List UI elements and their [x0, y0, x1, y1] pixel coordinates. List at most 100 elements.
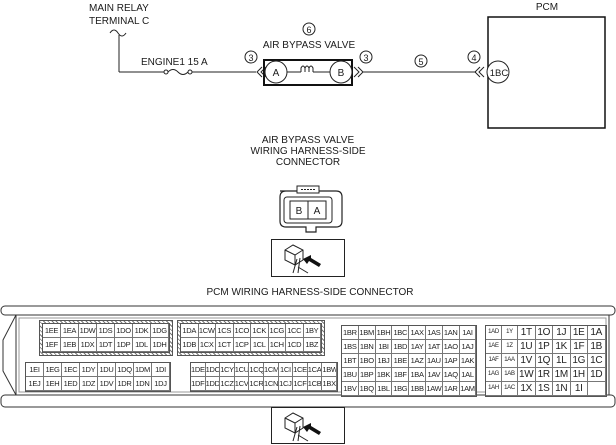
connector-pin: 1G: [570, 354, 588, 368]
connector-pin: 1CW: [198, 324, 216, 338]
connector-pin: 1CQ: [249, 363, 264, 377]
connector-pin: 1C: [588, 354, 606, 368]
valve-pin-a: A: [314, 206, 321, 217]
valve-connector-title-line3: CONNECTOR: [275, 157, 341, 168]
connector-pin: 1L: [553, 354, 571, 368]
connector-pin: 1T: [518, 326, 536, 340]
connector-pin: 1CF: [293, 377, 308, 391]
connector-pin: 1AJ: [459, 340, 477, 354]
connector-pin: 1J: [553, 326, 571, 340]
connector-pin: 1AZ: [409, 354, 426, 368]
connector-pin: 1DT: [97, 338, 115, 352]
fuse-symbol: [163, 69, 193, 75]
connector-pin: 1BG: [392, 382, 410, 396]
connector-pin: 1P: [535, 340, 553, 354]
connector-pin: 1EA: [61, 324, 79, 338]
connector-pin: 1DF: [191, 377, 206, 391]
harness-side-view-icon: [271, 239, 345, 277]
connector-pin: 1AS: [425, 326, 443, 340]
connector-pin: 1EB: [61, 338, 79, 352]
connector-chevron-pcm: [474, 66, 485, 78]
connector-pin: 1BE: [392, 354, 410, 368]
connector-pin: 1BA: [409, 368, 426, 382]
connector-pin: 1CB: [307, 377, 323, 391]
connector-pin: 1BC: [392, 326, 410, 340]
connector-pin: 1CP: [233, 338, 251, 352]
connector-pin: 1DD: [205, 377, 221, 391]
connector-pin: 1EJ: [26, 377, 44, 391]
connector-pin: 1AL: [459, 368, 477, 382]
connector-pin: 1AT: [425, 340, 443, 354]
connector-pin: 1AA: [502, 354, 518, 368]
connector-pin: 1R: [535, 368, 553, 382]
connector-pin: 1CA: [307, 363, 323, 377]
connector-pin: 1DL: [133, 338, 151, 352]
connector-pin: 1Q: [535, 354, 553, 368]
connector-pin: 1AO: [442, 340, 460, 354]
connector-pin: 1Z: [502, 340, 518, 354]
connector-pin: 1AE: [486, 340, 502, 354]
connector-pin: 1DX: [79, 338, 97, 352]
connector-pin: 1BS: [342, 340, 359, 354]
connector-pin: 1AX: [409, 326, 426, 340]
connector-pin: 1X: [518, 382, 536, 396]
connector-pin: 1AR: [442, 382, 460, 396]
connector-pin: 1CJ: [278, 377, 294, 391]
connector-pin: 1DO: [115, 324, 133, 338]
connector-pin: 1DA: [181, 324, 199, 338]
main-relay-label-line1: MAIN RELAY: [89, 3, 149, 14]
connector-pin: 1CV: [234, 377, 250, 391]
connector-pin: 1CC: [286, 324, 304, 338]
callout-right-connector: 3: [363, 53, 368, 63]
connector-pin: 1BX: [322, 377, 337, 391]
connector-pin: 1CL: [251, 338, 269, 352]
pcm-connector-outline: [0, 305, 616, 408]
connector-pin: 1AY: [409, 340, 426, 354]
connector-pin: 1EC: [62, 363, 80, 377]
connector-pin: 1BP: [358, 368, 376, 382]
connector-pin: 1AP: [442, 354, 460, 368]
connector-pin: 1AB: [502, 368, 518, 382]
connector-pin: 1CR: [249, 377, 264, 391]
connector-pin: 1DE: [191, 363, 206, 377]
terminal-b-circle: [329, 60, 353, 84]
connector-pin: 1BK: [375, 368, 393, 382]
connector-pin: 1DR: [116, 377, 134, 391]
connector-pin: 1BM: [358, 326, 376, 340]
connector-pin: 1CU: [234, 363, 250, 377]
connector-pin: 1DS: [97, 324, 115, 338]
connector-pin: 1CK: [251, 324, 269, 338]
pcm-terminal-label: 1BC: [490, 68, 509, 79]
connector-pin: 1AU: [425, 354, 443, 368]
callout-component: 6: [306, 25, 311, 35]
connector-pin: 1CN: [263, 377, 279, 391]
connector-pin: 1AW: [425, 382, 443, 396]
harness-side-view-icon-bottom: [271, 407, 345, 444]
valve-pin-b: B: [296, 206, 303, 217]
connector-pin: 1BD: [392, 340, 410, 354]
connector-pin: 1DH: [151, 338, 169, 352]
solenoid-coil-icon: [300, 65, 314, 72]
connector-pin: 1BZ: [303, 338, 321, 352]
connector-pin: 1CD: [286, 338, 304, 352]
connector-pin: 1AH: [486, 382, 502, 396]
connector-pin: 1CI: [278, 363, 294, 377]
connector-pin: 1K: [553, 340, 571, 354]
connector-pin: 1EG: [44, 363, 62, 377]
connector-pin: [588, 382, 606, 396]
connector-pin: 1N: [553, 382, 571, 396]
connector-pin: 1DQ: [116, 363, 134, 377]
main-relay-label-line2: TERMINAL C: [89, 16, 149, 27]
connector-pin: 1EF: [43, 338, 61, 352]
connector-pin: 1BL: [375, 382, 393, 396]
connector-pin: 1M: [553, 368, 571, 382]
connector-pin: 1AQ: [442, 368, 460, 382]
connector-pin: 1BJ: [375, 354, 393, 368]
connector-pin: 1F: [570, 340, 588, 354]
connector-pin: 1BT: [342, 354, 359, 368]
connector-pin: 1V: [518, 354, 536, 368]
connector-pin: 1DC: [205, 363, 221, 377]
main-relay-terminal-symbol: [109, 29, 127, 37]
